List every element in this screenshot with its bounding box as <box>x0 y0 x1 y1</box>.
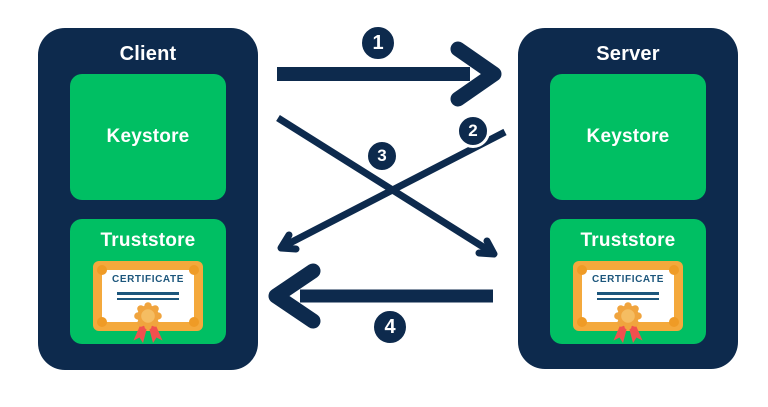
certificate-corner-dot <box>577 265 587 275</box>
step-badge-2: 2 <box>456 114 490 148</box>
ribbon-icon <box>613 321 643 343</box>
certificate-icon: CERTIFICATE <box>93 261 203 343</box>
certificate-seal-icon <box>613 302 643 343</box>
server-truststore-box: Truststore CERTIFICATE <box>550 219 706 344</box>
certificate-corner-dot <box>189 265 199 275</box>
ribbon-icon <box>133 321 163 343</box>
server-title: Server <box>596 43 660 65</box>
certificate-rule <box>597 292 659 295</box>
client-title: Client <box>119 43 177 65</box>
client-node: Client Keystore Truststore CERTIFICATE <box>38 28 258 370</box>
server-keystore-label: Keystore <box>586 126 670 147</box>
certificate-corner-dot <box>97 317 107 327</box>
certificate-rule <box>597 298 659 300</box>
client-truststore-box: Truststore CERTIFICATE <box>70 219 226 344</box>
certificate-text: CERTIFICATE <box>592 274 664 285</box>
certificate-rule <box>117 298 179 300</box>
certificate-corner-dot <box>189 317 199 327</box>
certificate-corner-dot <box>577 317 587 327</box>
client-truststore-label: Truststore <box>100 230 196 251</box>
server-node: Server Keystore Truststore CERTIFICATE <box>518 28 738 369</box>
step-badge-1: 1 <box>359 24 397 62</box>
server-truststore-label: Truststore <box>580 230 676 251</box>
step-badge-3: 3 <box>365 139 399 173</box>
certificate-seal-icon <box>133 302 163 343</box>
certificate-corner-dot <box>669 265 679 275</box>
certificate-corner-dot <box>669 317 679 327</box>
step-badge-4: 4 <box>371 308 409 346</box>
client-keystore-box: Keystore <box>70 74 226 200</box>
certificate-text: CERTIFICATE <box>112 274 184 285</box>
certificate-icon: CERTIFICATE <box>573 261 683 343</box>
certificate-rule <box>117 292 179 295</box>
server-keystore-box: Keystore <box>550 74 706 200</box>
client-keystore-label: Keystore <box>106 126 190 147</box>
certificate-corner-dot <box>97 265 107 275</box>
